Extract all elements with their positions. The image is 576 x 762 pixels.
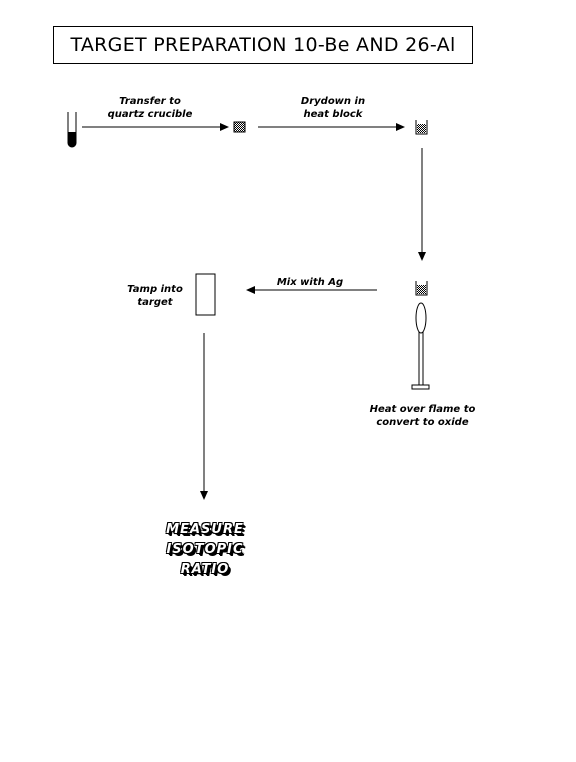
burner-flame-icon (411, 302, 430, 390)
label-heat: Heat over flame to convert to oxide (369, 404, 476, 428)
label-drydown: Drydown in heat block (300, 96, 366, 120)
title-box: TARGET PREPARATION 10-Be AND 26-Al (53, 26, 473, 64)
target-icon (195, 273, 216, 316)
label-measure: MEASURE ISOTOPIC RATIO (166, 522, 244, 577)
test-tube-icon (67, 112, 77, 148)
label-transfer: Transfer to quartz crucible (107, 96, 193, 120)
arrow-mix (246, 286, 377, 294)
diagram-title: TARGET PREPARATION 10-Be AND 26-Al (70, 34, 456, 56)
label-mix: Mix with Ag (276, 277, 344, 288)
arrow-drydown (258, 123, 405, 131)
crucible-open-icon (415, 120, 428, 135)
arrow-transfer (82, 123, 229, 131)
label-tamp: Tamp into target (127, 284, 183, 308)
arrow-down-to-heat (418, 148, 426, 261)
arrow-down-to-measure (200, 333, 208, 500)
crucible-on-burner-icon (415, 281, 428, 296)
crucible-icon (233, 121, 246, 133)
